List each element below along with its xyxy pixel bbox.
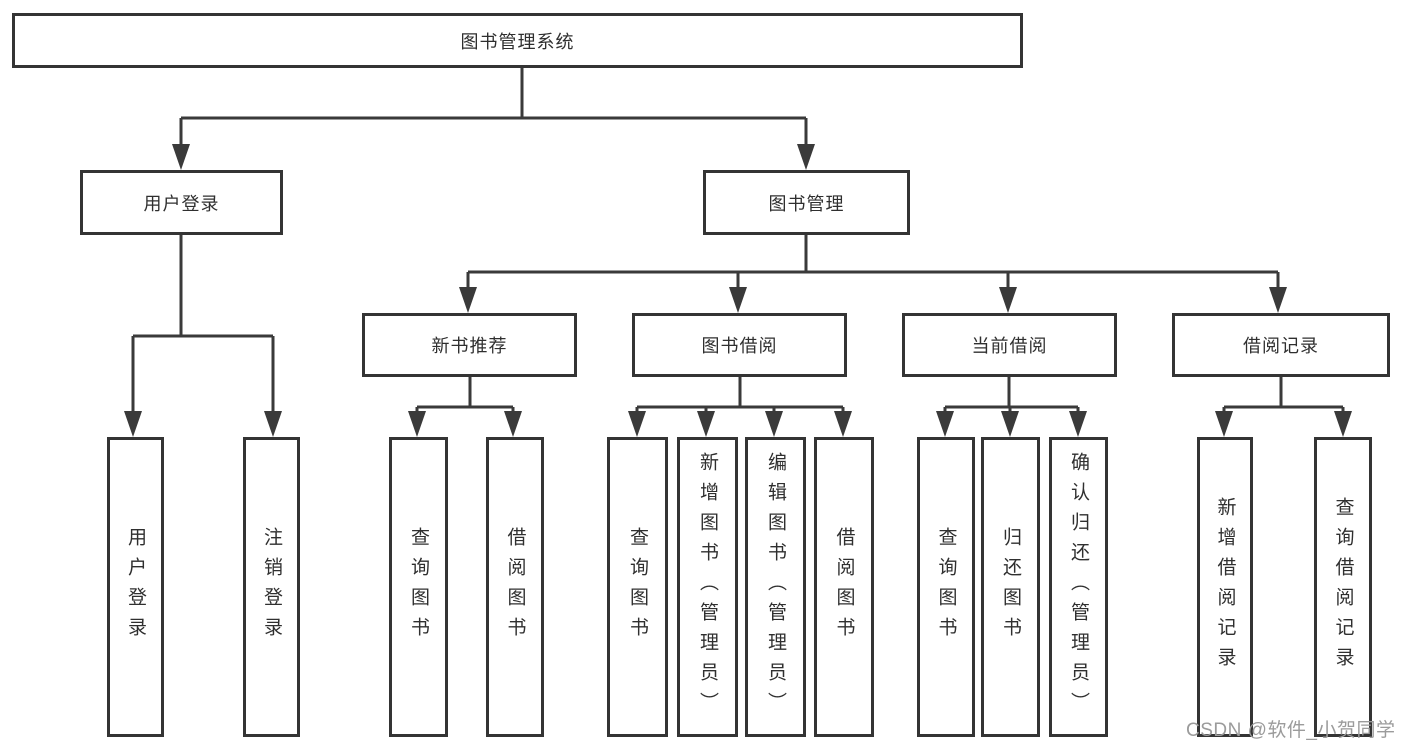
- leaf-nbr-borrow-books: 借阅图书: [486, 437, 544, 737]
- node-current-borrow: 当前借阅: [902, 313, 1117, 377]
- leaf-user-login-label: 用户登录: [125, 527, 146, 647]
- node-book-management-label: 图书管理: [768, 193, 845, 214]
- arrowheads: [124, 144, 1352, 437]
- leaf-bb-borrow-books-label: 借阅图书: [833, 527, 855, 647]
- node-borrow-records-label: 借阅记录: [1243, 336, 1319, 356]
- leaf-user-login: 用户登录: [107, 437, 164, 737]
- node-user-login: 用户登录: [80, 170, 283, 235]
- node-new-book-recommend: 新书推荐: [362, 313, 577, 377]
- node-new-book-recommend-label: 新书推荐: [431, 336, 508, 356]
- leaf-bb-query-books: 查询图书: [607, 437, 668, 737]
- node-root-label: 图书管理系统: [460, 31, 575, 52]
- leaf-cb-query-books-label: 查询图书: [935, 527, 957, 647]
- leaf-cb-return-books-label: 归还图书: [1000, 527, 1021, 647]
- leaf-cb-query-books: 查询图书: [917, 437, 975, 737]
- leaf-bb-add-books-admin-label: 新增图书（管理员）: [697, 452, 718, 722]
- node-book-management: 图书管理: [703, 170, 910, 235]
- leaf-bb-borrow-books: 借阅图书: [814, 437, 874, 737]
- leaf-nbr-query-books: 查询图书: [389, 437, 448, 737]
- leaf-logout-label: 注销登录: [261, 527, 282, 647]
- leaf-bb-query-books-label: 查询图书: [627, 527, 648, 647]
- leaf-br-query-record: 查询借阅记录: [1314, 437, 1372, 737]
- node-user-login-label: 用户登录: [143, 193, 220, 214]
- csdn-watermark: CSDN @软件_小贺同学: [1186, 720, 1396, 741]
- leaf-br-add-record-label: 新增借阅记录: [1214, 497, 1236, 677]
- leaf-nbr-borrow-books-label: 借阅图书: [504, 527, 526, 647]
- node-root: 图书管理系统: [12, 13, 1023, 68]
- leaf-br-query-record-label: 查询借阅记录: [1332, 497, 1354, 677]
- leaf-cb-confirm-return-admin: 确认归还（管理员）: [1049, 437, 1108, 737]
- leaf-nbr-query-books-label: 查询图书: [408, 527, 429, 647]
- leaf-bb-add-books-admin: 新增图书（管理员）: [677, 437, 738, 737]
- leaf-cb-confirm-return-admin-label: 确认归还（管理员）: [1068, 452, 1089, 722]
- leaf-cb-return-books: 归还图书: [981, 437, 1040, 737]
- node-current-borrow-label: 当前借阅: [971, 336, 1048, 356]
- node-book-borrow: 图书借阅: [632, 313, 847, 377]
- leaf-br-add-record: 新增借阅记录: [1197, 437, 1253, 737]
- leaf-bb-edit-books-admin-label: 编辑图书（管理员）: [765, 452, 786, 722]
- leaf-logout: 注销登录: [243, 437, 300, 737]
- node-book-borrow-label: 图书借阅: [701, 336, 778, 356]
- leaf-bb-edit-books-admin: 编辑图书（管理员）: [745, 437, 806, 737]
- node-borrow-records: 借阅记录: [1172, 313, 1390, 377]
